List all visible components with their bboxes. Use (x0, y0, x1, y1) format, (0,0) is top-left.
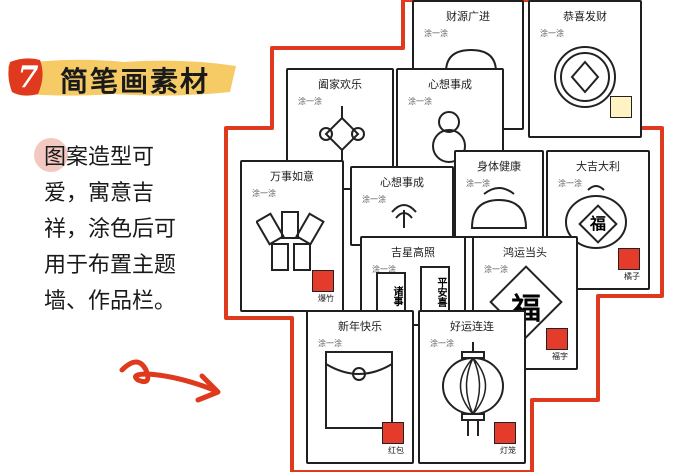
card-title: 新年快乐 (338, 320, 382, 333)
card-tag: 福字 (552, 352, 568, 361)
card-sub: 涂一涂 (540, 29, 564, 38)
card-title: 吉星高照 (391, 246, 435, 259)
card-title: 阖家欢乐 (318, 78, 362, 91)
card-sub: 涂一涂 (466, 179, 490, 188)
red-arrow-icon (119, 359, 221, 403)
coin-stamp-icon (610, 96, 632, 118)
card-title: 心想事成 (428, 78, 472, 91)
card-tag: 爆竹 (318, 294, 334, 303)
firecracker-icon (256, 211, 325, 271)
card-sub: 涂一涂 (558, 179, 582, 188)
card-title: 财源广进 (446, 10, 490, 23)
lantern-stamp-icon (494, 422, 516, 444)
gourd-icon (432, 111, 466, 163)
card-sub: 涂一涂 (424, 29, 448, 38)
card-sub: 涂一涂 (372, 265, 396, 274)
orange-icon (565, 185, 627, 249)
lantern-icon (442, 342, 504, 436)
title-banner-brush (8, 58, 236, 96)
card-sub: 涂一涂 (484, 265, 508, 274)
card-title: 万事如意 (270, 170, 314, 183)
card-title: 恭喜发财 (563, 10, 607, 23)
card-sub: 涂一涂 (252, 189, 276, 198)
card-xinxiang-2: 心想事成 涂一涂 (350, 166, 454, 246)
card-wanshi: 万事如意 涂一涂 爆竹 (240, 160, 344, 312)
section-title: 简笔画素材 (60, 65, 211, 98)
card-gongxi: 恭喜发财 涂一涂 (528, 0, 642, 138)
card-sub: 涂一涂 (318, 339, 342, 348)
card-tag: 红包 (388, 446, 404, 455)
firecracker-stamp-icon (312, 270, 334, 292)
lucky-bag-icon (470, 187, 528, 229)
card-tag: 灯笼 (500, 446, 516, 455)
fu-stamp-icon (546, 328, 568, 350)
card-sub: 涂一涂 (298, 97, 322, 106)
card-title: 鸿运当头 (503, 246, 547, 259)
card-tag: 橘子 (624, 272, 640, 281)
ruyi-icon (391, 204, 417, 228)
card-title: 心想事成 (380, 176, 424, 189)
orange-stamp-icon (618, 248, 640, 270)
card-sub: 涂一涂 (362, 195, 386, 204)
card-title: 身体健康 (477, 160, 521, 173)
card-xinnian: 新年快乐 涂一涂 红包 (306, 310, 414, 464)
red-envelope-icon (325, 351, 393, 429)
card-shenti: 身体健康 涂一涂 (454, 150, 544, 238)
card-title: 好运连连 (450, 320, 494, 333)
card-title: 大吉大利 (576, 160, 620, 173)
card-haoyun: 好运连连 涂一涂 灯笼 (418, 310, 526, 464)
section-number: 7 (17, 59, 39, 95)
description-dot (34, 138, 68, 172)
envelope-stamp-icon (382, 422, 404, 444)
card-sub: 涂一涂 (408, 97, 432, 106)
coin-icon (554, 46, 616, 108)
description-text: 图案造型可爱，寓意吉祥，涂色后可用于布置主题墙、作品栏。 (44, 145, 177, 314)
card-sub: 涂一涂 (430, 339, 454, 348)
fu-char-orange: 福 (589, 214, 606, 233)
